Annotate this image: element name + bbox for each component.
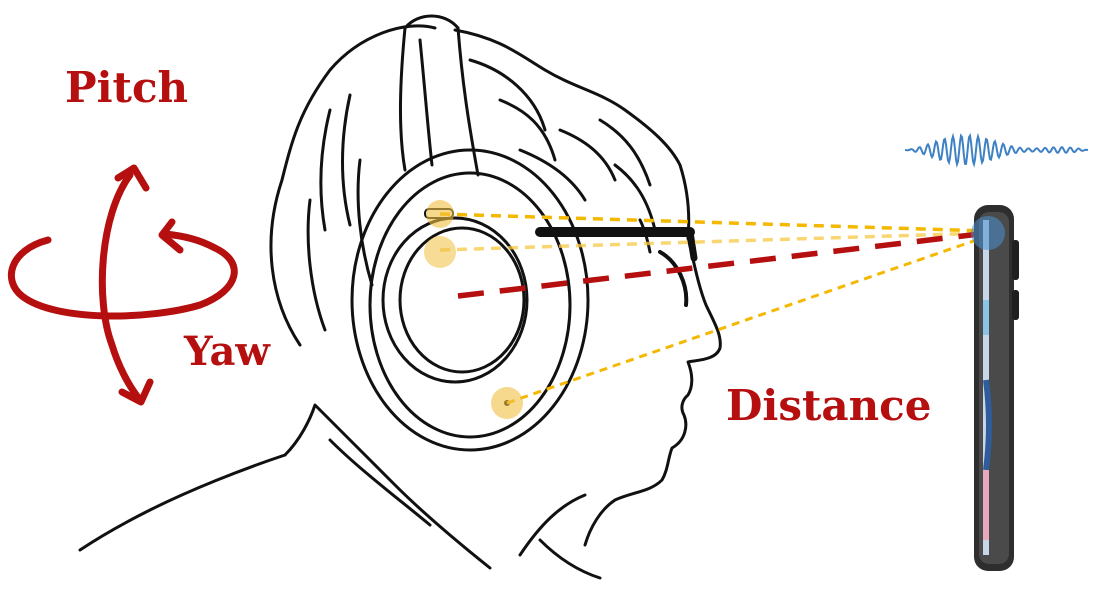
mic-dot-chin [491, 387, 523, 419]
distance-label: Distance [726, 381, 931, 430]
headphones [350, 14, 590, 452]
ray-top-mic [439, 212, 989, 233]
ray-mid-mic [439, 231, 989, 252]
yaw-arrow [8, 230, 238, 320]
mic-dot-mid [424, 236, 456, 268]
headband-outer [399, 26, 407, 172]
mic-dot-top [426, 200, 454, 228]
headband-inner [456, 26, 480, 177]
neck [518, 493, 587, 557]
earcup-outer [350, 148, 590, 452]
pitch-arrow [98, 171, 144, 404]
ray-chin-mic [506, 234, 989, 405]
hair-top [453, 28, 691, 240]
hair-outline [269, 24, 437, 347]
audio-signal-wave-icon [904, 132, 1089, 168]
rotation-arrows-icon [8, 164, 238, 406]
earcup-mid [368, 171, 572, 439]
smartphone-icon [971, 205, 1019, 571]
phone-speaker-dot [971, 216, 1005, 250]
pitch-label: Pitch [65, 63, 188, 112]
mic-points [424, 200, 523, 419]
shoulder [78, 453, 287, 552]
glasses [535, 227, 698, 307]
earcup-inner-1 [381, 216, 529, 384]
rays [439, 212, 989, 405]
face-profile [583, 236, 722, 547]
earcup-inner-2 [398, 226, 526, 374]
distance-line [457, 230, 989, 299]
yaw-label: Yaw [183, 328, 271, 375]
collar [283, 403, 492, 570]
